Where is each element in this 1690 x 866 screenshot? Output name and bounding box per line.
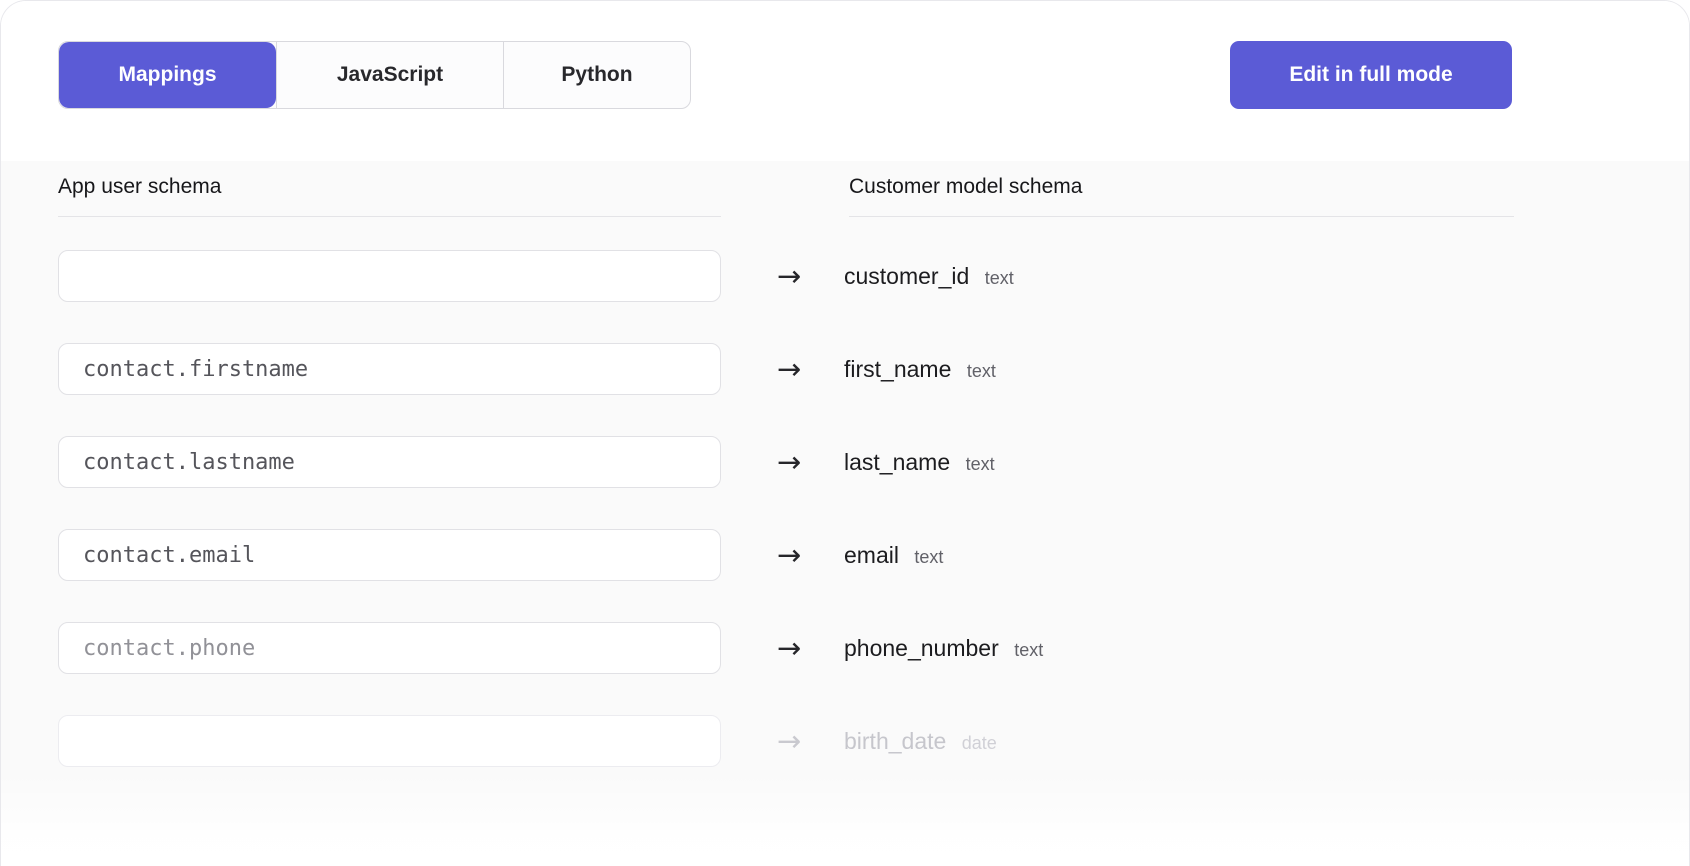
mapping-row: → birth_date date — [58, 715, 1689, 767]
target-field-type: date — [962, 733, 997, 753]
tab-mappings[interactable]: Mappings — [59, 42, 276, 108]
target-field: birth_date date — [844, 728, 997, 755]
target-field-type: text — [1014, 640, 1043, 660]
target-field-name: last_name — [844, 449, 950, 475]
arrow-right-icon: → — [769, 724, 809, 758]
target-field-name: birth_date — [844, 728, 946, 754]
view-mode-tabs: MappingsJavaScriptPython — [58, 41, 691, 109]
arrow-right-icon: → — [769, 352, 809, 386]
editor-header: MappingsJavaScriptPython Edit in full mo… — [1, 1, 1689, 161]
tab-javascript[interactable]: JavaScript — [276, 42, 503, 108]
column-spacer — [721, 175, 849, 217]
mapping-row: → last_name text — [58, 436, 1689, 488]
target-field: email text — [844, 542, 943, 569]
target-field: last_name text — [844, 449, 995, 476]
target-field-name: customer_id — [844, 263, 969, 289]
target-field-type: text — [985, 268, 1014, 288]
target-field-type: text — [966, 454, 995, 474]
target-field-type: text — [967, 361, 996, 381]
target-field-name: first_name — [844, 356, 951, 382]
column-headers: App user schema Customer model schema — [58, 175, 1689, 217]
mapping-row: → first_name text — [58, 343, 1689, 395]
target-field: first_name text — [844, 356, 996, 383]
mapping-row: → email text — [58, 529, 1689, 581]
mapping-content: App user schema Customer model schema → … — [1, 161, 1689, 866]
source-field-input[interactable] — [58, 622, 721, 674]
arrow-right-icon: → — [769, 538, 809, 572]
mapping-row: → phone_number text — [58, 622, 1689, 674]
source-field-input[interactable] — [58, 250, 721, 302]
mapping-rows: → customer_id text → first_name text → l… — [58, 250, 1689, 767]
target-field: customer_id text — [844, 263, 1014, 290]
target-field-name: phone_number — [844, 635, 999, 661]
tab-python[interactable]: Python — [503, 42, 690, 108]
edit-in-full-mode-button[interactable]: Edit in full mode — [1230, 41, 1512, 109]
source-field-input[interactable] — [58, 436, 721, 488]
mapping-row: → customer_id text — [58, 250, 1689, 302]
target-field-name: email — [844, 542, 899, 568]
arrow-right-icon: → — [769, 631, 809, 665]
bottom-fade-overlay — [1, 771, 1689, 866]
source-field-input[interactable] — [58, 529, 721, 581]
arrow-right-icon: → — [769, 445, 809, 479]
arrow-right-icon: → — [769, 259, 809, 293]
target-field-type: text — [914, 547, 943, 567]
source-field-input[interactable] — [58, 715, 721, 767]
source-field-input[interactable] — [58, 343, 721, 395]
source-schema-header: App user schema — [58, 175, 721, 217]
target-schema-header: Customer model schema — [849, 175, 1514, 217]
target-field: phone_number text — [844, 635, 1043, 662]
